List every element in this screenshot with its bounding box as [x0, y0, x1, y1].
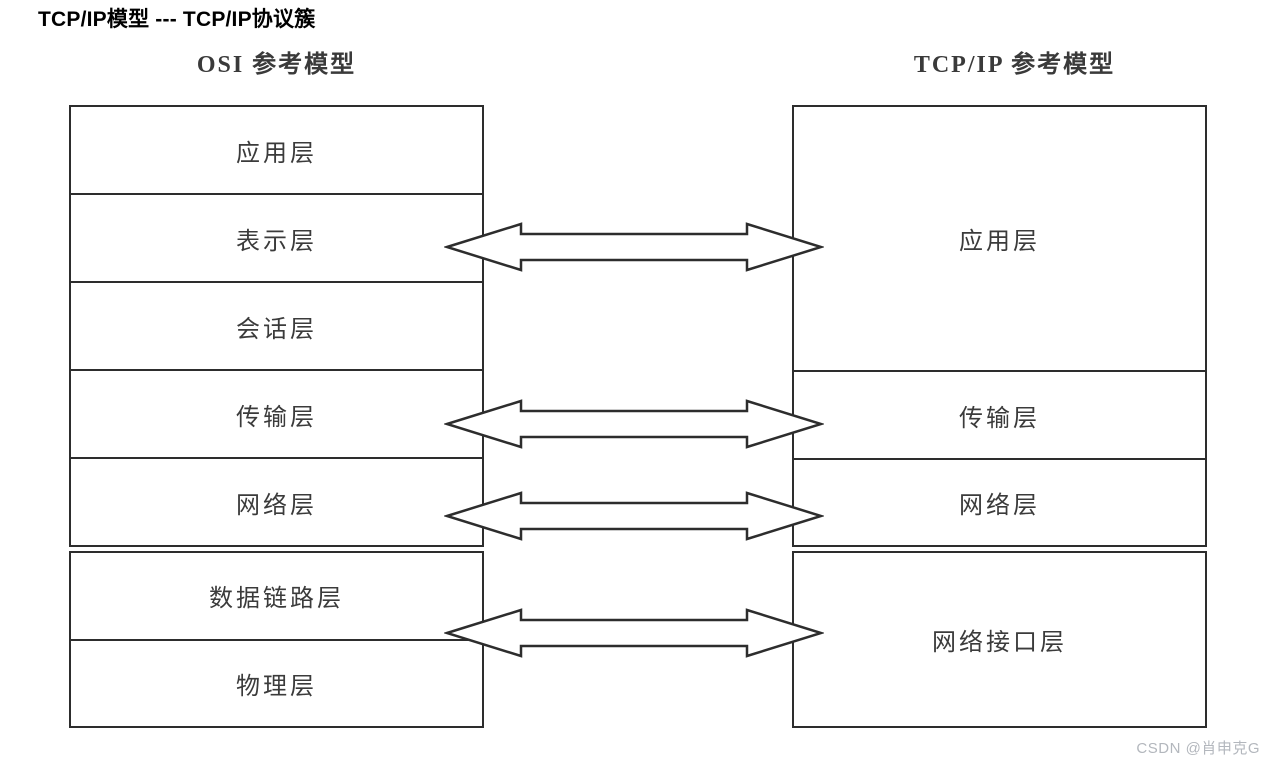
- layer-label: 物理层: [236, 673, 317, 700]
- page-title: TCP/IP模型 --- TCP/IP协议簇: [38, 8, 316, 31]
- csdn-watermark: CSDN @肖申克G: [1136, 740, 1260, 757]
- layer-label: 网络接口层: [932, 630, 1067, 656]
- osi-layer-transport: 传输层: [71, 371, 482, 459]
- layer-label: 传输层: [236, 404, 317, 431]
- osi-layer-session: 会话层: [71, 283, 482, 371]
- layer-label: 数据链路层: [209, 586, 344, 613]
- osi-layer-application: 应用层: [71, 107, 482, 195]
- layer-label: 应用层: [959, 229, 1040, 255]
- layer-label: 传输层: [959, 405, 1040, 432]
- tcpip-lower-section: 网络接口层: [792, 551, 1207, 728]
- osi-layer-physical: 物理层: [71, 641, 482, 727]
- layer-label: 网络层: [959, 493, 1040, 519]
- tcpip-upper-section: 应用层 传输层 网络层: [792, 105, 1207, 547]
- osi-model-header: OSI 参考模型: [196, 52, 357, 78]
- osi-lower-section: 数据链路层 物理层: [69, 551, 484, 728]
- layer-label: 网络层: [236, 492, 317, 519]
- bidirectional-arrow-presentation-to-application-icon: [444, 222, 824, 272]
- bidirectional-arrow-network-to-network-icon: [444, 491, 824, 541]
- osi-upper-section: 应用层 表示层 会话层 传输层 网络层: [69, 105, 484, 547]
- osi-layer-datalink: 数据链路层: [71, 553, 482, 641]
- tcpip-layer-network: 网络层: [794, 460, 1205, 545]
- tcpip-model-header: TCP/IP 参考模型: [913, 52, 1116, 78]
- tcpip-layer-transport: 传输层: [794, 372, 1205, 460]
- layer-label: 应用层: [236, 140, 317, 167]
- layer-label: 会话层: [236, 316, 317, 343]
- bidirectional-arrow-datalink-to-network-interface-icon: [444, 608, 824, 658]
- tcpip-layer-application: 应用层: [794, 107, 1205, 372]
- tcpip-layer-network-interface: 网络接口层: [794, 553, 1205, 726]
- osi-layer-presentation: 表示层: [71, 195, 482, 283]
- osi-layer-network: 网络层: [71, 459, 482, 545]
- layer-label: 表示层: [236, 228, 317, 255]
- bidirectional-arrow-transport-to-transport-icon: [444, 399, 824, 449]
